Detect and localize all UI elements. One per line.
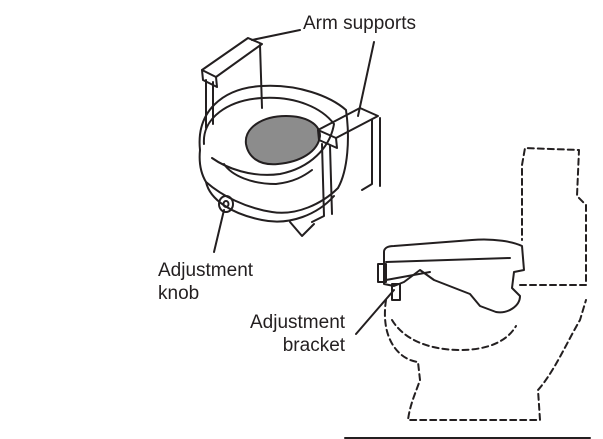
toilet-bowl-inner-dashed xyxy=(391,319,517,351)
adjustment-bracket-text-line1: Adjustment xyxy=(250,312,346,333)
right-arm-pad-side xyxy=(317,129,338,149)
rear-clamp xyxy=(377,263,387,283)
arm-supports-label: Arm supports xyxy=(303,12,416,35)
leader-arm-supports-left xyxy=(251,29,301,41)
right-arm-frame-front-inner xyxy=(329,145,333,215)
seat-opening-front-lip xyxy=(223,163,313,185)
adjustment-knob-text-line2: knob xyxy=(158,283,200,304)
right-arm-pad xyxy=(317,107,379,139)
seat-body-outer xyxy=(198,84,349,214)
right-arm-frame-front xyxy=(311,143,325,223)
adjustment-bracket-text-line2: bracket xyxy=(282,335,346,356)
adjustment-knob-label: Adjustment knob xyxy=(158,259,253,305)
right-arm-frame-back xyxy=(361,119,373,191)
arm-supports-text: Arm supports xyxy=(303,13,416,34)
seat-base-skirt xyxy=(205,181,335,223)
raised-seat-illustration xyxy=(198,37,381,237)
mounted-seat-body xyxy=(383,238,525,314)
left-arm-pad-side xyxy=(201,69,218,88)
adjustment-bracket-label: Adjustment bracket xyxy=(250,311,345,357)
adjustment-bracket xyxy=(391,283,401,301)
leader-arm-supports-right xyxy=(357,41,375,117)
seat-base-notch xyxy=(289,221,315,237)
seat-top-rim xyxy=(202,96,335,176)
mounted-seat-underside xyxy=(385,271,431,281)
toilet-side-illustration xyxy=(377,147,587,421)
toilet-outline-dashed xyxy=(519,147,587,286)
leader-adjustment-bracket xyxy=(355,289,395,335)
left-arm-pad xyxy=(201,37,263,78)
toilet-bowl-dashed xyxy=(383,299,587,421)
mounted-seat-top-edge xyxy=(385,257,511,263)
leader-adjustment-knob xyxy=(213,209,225,253)
adjustment-knob xyxy=(218,195,234,213)
adjustment-knob-center xyxy=(222,200,230,208)
seat-opening xyxy=(244,115,321,166)
adjustment-knob-text-line1: Adjustment xyxy=(158,260,254,281)
